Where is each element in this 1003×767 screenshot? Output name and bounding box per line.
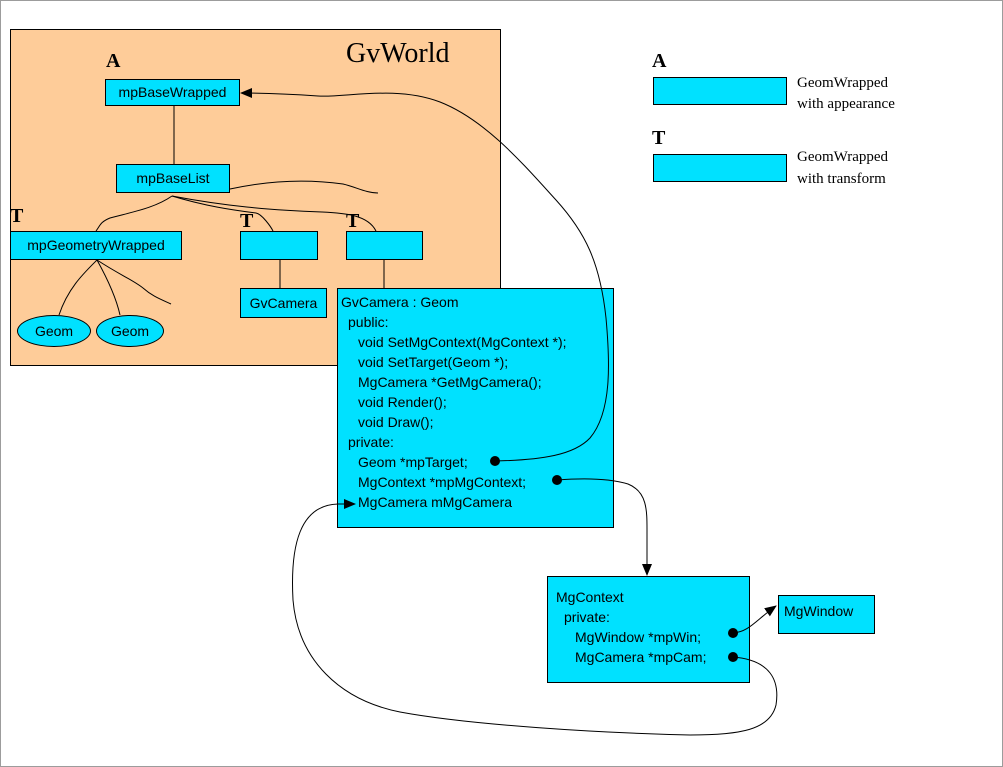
mpwin-connection-dot [728,628,738,638]
transform-node-empty[interactable] [346,231,423,260]
mpcam-loop-link [292,499,778,736]
mpbasewrapped-node[interactable]: mpBaseWrapped [105,79,240,106]
legend-appearance-swatch [653,77,787,105]
legend-transform-letter: T [652,127,666,149]
mgcontext-connection-dot [552,475,562,485]
edge-geometry-branch3 [96,259,172,305]
legend-appearance-letter: A [652,50,667,72]
mgwindow-box[interactable]: MgWindow [778,595,875,634]
private-label: private: [564,609,610,625]
edge-geometry-geom2 [96,259,121,316]
field-line: MgWindow *mpWin; [575,629,702,645]
method-line: void Render(); [358,394,447,410]
target-connection-dot [490,456,500,466]
transform-node-empty[interactable] [240,231,318,260]
class-header: MgContext [556,589,624,605]
mgcontext-class-box[interactable]: MgContext private: MgWindow *mpWin; MgCa… [547,576,750,683]
legend-transform-line2: with transform [797,171,886,187]
edge-baselist-geometrywrapped [95,195,173,232]
gvcamera-node[interactable]: GvCamera [240,288,327,318]
field-line: Geom *mpTarget; [358,454,468,470]
mpgeometrywrapped-node[interactable]: mpGeometryWrapped [10,231,182,260]
edge-baselist-branch [229,180,379,194]
method-line: void SetMgContext(MgContext *); [358,334,567,350]
node-label: GvCamera [249,295,318,311]
tag-appearance-letter: A [106,50,121,72]
node-label: mpGeometryWrapped [27,237,165,253]
legend-appearance-line1: GeomWrapped [797,75,889,91]
edge-baselist-transform2 [171,195,377,232]
field-line: MgCamera *mpCam; [575,649,707,665]
mpbaselist-node[interactable]: mpBaseList [116,164,230,193]
method-line: void Draw(); [358,414,434,430]
geom-leaf-node[interactable]: Geom [17,315,91,347]
node-label: mpBaseWrapped [118,84,227,100]
method-line: void SetTarget(Geom *); [358,354,509,370]
method-line: MgCamera *GetMgCamera(); [358,374,542,390]
mgcontext-link [556,478,652,576]
tag-transform-letter: T [10,205,24,227]
edge-geometry-geom1 [58,259,98,316]
legend-appearance-line2: with appearance [797,96,895,112]
field-line: MgCamera mMgCamera [358,494,513,510]
gvworld-title: GvWorld [346,38,450,69]
field-line: MgContext *mpMgContext; [358,474,527,490]
mpcam-connection-dot [728,652,738,662]
mgwindow-label: MgWindow [784,603,854,619]
gvcamera-class-box[interactable]: GvCamera : Geom public: void SetMgContex… [337,288,614,528]
public-label: public: [348,314,389,330]
legend-transform-line1: GeomWrapped [797,149,889,165]
tag-transform-letter: T [240,210,254,232]
tag-transform-letter: T [346,210,360,232]
geom-leaf-node[interactable]: Geom [96,315,164,347]
mgwindow-link [732,605,777,634]
edge-baselist-transform1 [171,195,274,232]
legend-transform-swatch [653,154,787,182]
node-label: mpBaseList [136,170,210,186]
class-header: GvCamera : Geom [341,294,459,310]
target-link [240,88,610,462]
private-label: private: [348,434,394,450]
